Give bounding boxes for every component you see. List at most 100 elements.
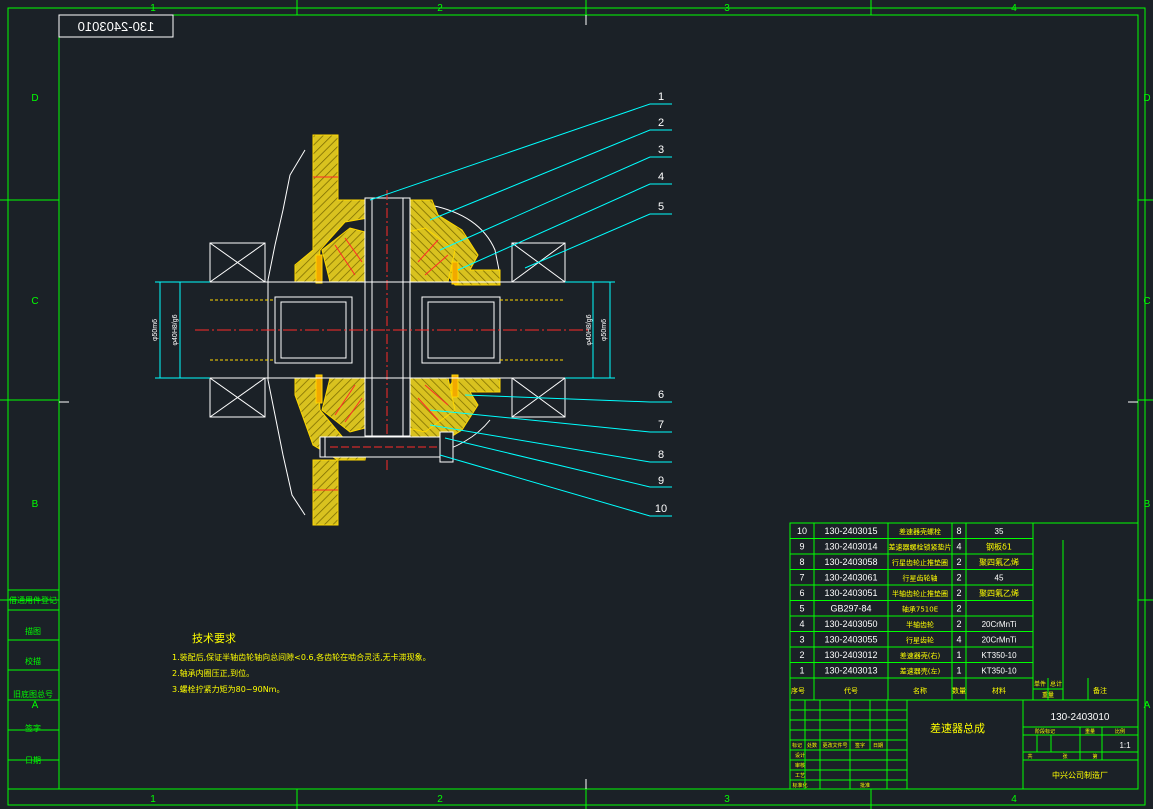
column-label: 3 xyxy=(724,3,730,14)
bom-code: GB297-84 xyxy=(830,604,871,614)
balloon-7: 7 xyxy=(658,419,664,431)
bom-qty: 2 xyxy=(956,588,961,598)
bom-table xyxy=(789,522,1139,701)
balloon-6: 6 xyxy=(658,389,664,401)
bom-material: 聚四氟乙烯 xyxy=(979,588,1019,598)
bom-no: 4 xyxy=(799,619,804,629)
title-block-label: 更改文件号 xyxy=(822,742,847,749)
bom-name: 行星齿轮轴 xyxy=(903,574,938,583)
balloon-1: 1 xyxy=(658,91,664,103)
bom-no: 8 xyxy=(799,557,804,567)
bom-name: 差速器螺栓锁紧垫片 xyxy=(889,543,952,552)
company-name: 中兴公司制造厂 xyxy=(1052,770,1108,780)
title-block-label: 共 xyxy=(1027,753,1032,760)
row-label: D xyxy=(31,93,38,104)
row-label: A xyxy=(32,700,39,711)
left-strip-label: 借通用件登记 xyxy=(9,595,57,605)
bom-code: 130-2403061 xyxy=(824,573,877,583)
title-drawing-number: 130-2403010 xyxy=(1051,712,1110,723)
title-block-label: 标记 xyxy=(792,742,802,749)
bom-qty: 4 xyxy=(956,542,961,552)
title-block-label: 处数 xyxy=(807,742,817,749)
row-label: C xyxy=(31,296,38,307)
bom-header-total: 总计 xyxy=(1050,680,1062,688)
technical-requirements: 技术要求 1.装配后,保证半轴齿轮轴向总间隙<0.6,各齿轮在啮合灵活,无卡滞现… xyxy=(172,632,431,694)
column-label: 4 xyxy=(1011,3,1017,14)
title-block-label: 阶段标记 xyxy=(1035,728,1055,735)
differential-section-view xyxy=(155,134,615,526)
row-label: A xyxy=(1144,700,1151,711)
title-block-label: 比例 xyxy=(1115,728,1125,735)
column-label: 1 xyxy=(150,3,156,14)
left-strip-label: 旧底图总号 xyxy=(13,689,53,699)
bom-header-weight: 重量 xyxy=(1042,691,1054,699)
bom-qty: 1 xyxy=(956,666,961,676)
bom-name: 行星齿轮止推垫圈 xyxy=(892,558,948,567)
title-block-label: 审核 xyxy=(795,762,805,769)
drawing-title: 差速器总成 xyxy=(930,721,985,735)
bom-code: 130-2403050 xyxy=(824,619,877,629)
bom-qty: 2 xyxy=(956,604,961,614)
row-label: C xyxy=(1143,296,1150,307)
bom-code: 130-2403058 xyxy=(824,557,877,567)
column-label: 4 xyxy=(1011,794,1017,805)
bom-name: 差速器壳(右) xyxy=(900,651,941,660)
title-block-label: 工艺 xyxy=(795,773,805,779)
bom-name: 差速器壳(左) xyxy=(900,667,941,676)
title-block-label: 张 xyxy=(1062,753,1067,760)
bom-material: KT350-10 xyxy=(981,667,1017,676)
bom-material: 20CrMnTi xyxy=(982,620,1017,629)
title-block-label: 批准 xyxy=(860,782,870,789)
bom-material: 45 xyxy=(995,574,1004,583)
bom-no: 6 xyxy=(799,588,804,598)
left-strip-label: 日期 xyxy=(25,756,41,765)
bom-name: 行星齿轮 xyxy=(906,636,934,645)
row-label: D xyxy=(1143,93,1150,104)
balloon-leaders xyxy=(369,103,672,517)
bom-material: 20CrMnTi xyxy=(982,636,1017,645)
bom-name: 差速器壳螺栓 xyxy=(899,527,941,536)
dimension-left-inner: φ40H8/g6 xyxy=(172,314,179,345)
bom-code: 130-2403014 xyxy=(824,542,877,552)
title-block-texts: 差速器总成 130-2403010 1:1 中兴公司制造厂 xyxy=(930,712,1131,780)
bom-header-name: 名称 xyxy=(913,686,927,695)
balloon-9: 9 xyxy=(658,475,664,487)
bom-no: 2 xyxy=(799,650,804,660)
bom-code: 130-2403051 xyxy=(824,588,877,598)
bom-code: 130-2403055 xyxy=(824,635,877,645)
title-block-label: 第 xyxy=(1092,753,1097,760)
balloon-10: 10 xyxy=(655,503,667,515)
balloon-8: 8 xyxy=(658,449,664,461)
bom-qty: 8 xyxy=(956,526,961,536)
bom-qty: 2 xyxy=(956,619,961,629)
bom-qty: 4 xyxy=(956,635,961,645)
bom-material: 35 xyxy=(995,527,1004,536)
bom-no: 9 xyxy=(799,542,804,552)
bom-header-single: 单件 xyxy=(1034,680,1046,688)
bom-header-code: 代号 xyxy=(844,686,858,695)
dimension-left-outer: φ50m6 xyxy=(152,319,159,341)
left-strip-label: 描图 xyxy=(25,626,41,636)
title-block xyxy=(789,699,1139,790)
title-block-label: 重量 xyxy=(1085,728,1095,735)
title-block-labels: 标记处数更改文件号签字日期设计审核工艺标准化批准阶段标记重量比例共张第 xyxy=(792,728,1125,789)
bom-no: 10 xyxy=(797,526,807,536)
title-block-label: 标准化 xyxy=(792,782,807,789)
title-block-label: 日期 xyxy=(873,743,883,749)
balloon-5: 5 xyxy=(658,201,664,213)
bom-header-material: 材料 xyxy=(992,686,1006,695)
scale-value: 1:1 xyxy=(1119,741,1131,750)
note-item: 2.轴承内圈压正,到位。 xyxy=(172,668,254,678)
balloon-3: 3 xyxy=(658,144,664,156)
bom-no: 5 xyxy=(799,604,804,614)
title-block-label: 设计 xyxy=(795,752,805,759)
balloon-4: 4 xyxy=(658,171,664,183)
bom-no: 7 xyxy=(799,573,804,583)
